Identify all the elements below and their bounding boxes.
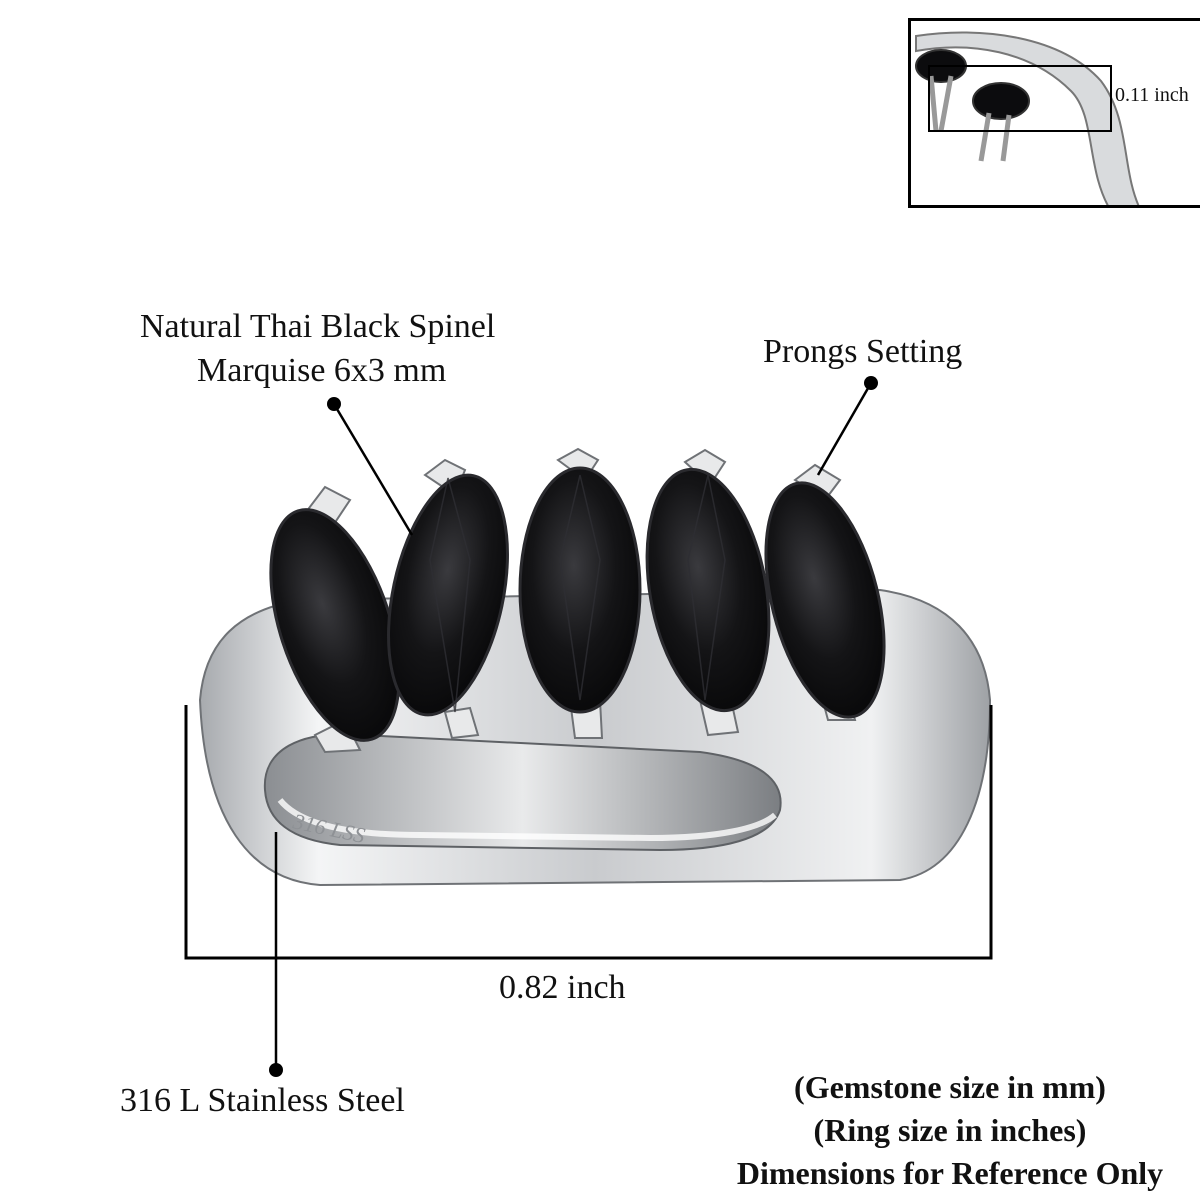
width-dimension-bracket <box>184 705 993 960</box>
gemstones <box>269 466 886 742</box>
gemstone-5 <box>764 481 886 719</box>
gem-facets <box>429 474 726 713</box>
inset-side-view: 0.11 inch <box>908 18 1200 208</box>
gemstone-1 <box>269 508 401 742</box>
prongs-label: Prongs Setting <box>763 333 963 370</box>
note-ring-size: (Ring size in inches) <box>813 1112 1087 1148</box>
note-gemstone-size: (Gemstone size in mm) <box>794 1069 1106 1105</box>
note-reference-only: Dimensions for Reference Only <box>736 1155 1164 1191</box>
inset-height-label: 0.11 inch <box>1115 84 1189 106</box>
gemstone-label-line2: Marquise 6x3 mm <box>197 352 447 389</box>
leader-dots <box>269 376 878 1077</box>
gemstone-pointer-dot <box>327 397 341 411</box>
gemstone-2 <box>387 473 509 717</box>
metal-pointer-dot <box>269 1063 283 1077</box>
gemstone-label-line1: Natural Thai Black Spinel <box>140 308 496 345</box>
reference-notes: (Gemstone size in mm) (Ring size in inch… <box>700 1066 1200 1195</box>
width-label: 0.82 inch <box>499 969 626 1006</box>
inset-height-box <box>928 65 1112 132</box>
inset-ring-illustration <box>915 31 1140 205</box>
gemstone-3 <box>518 466 642 714</box>
metal-label: 316 L Stainless Steel <box>120 1082 405 1119</box>
leader-lines <box>274 382 873 1068</box>
prongs-pointer-dot <box>864 376 878 390</box>
inset-gemstone-2 <box>972 82 1030 120</box>
gemstone-4 <box>645 467 771 713</box>
